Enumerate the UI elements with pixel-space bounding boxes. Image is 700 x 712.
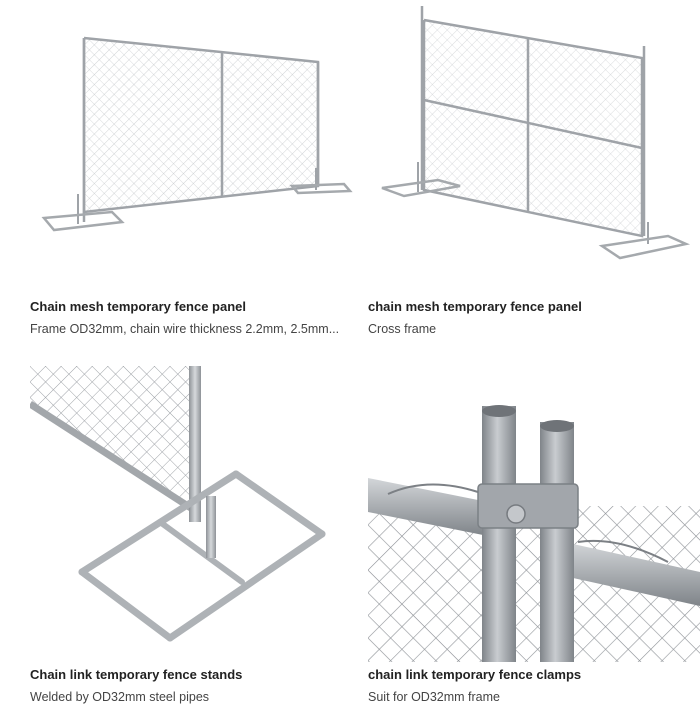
product-card-fence-stands[interactable]: Chain link temporary fence stands Welded… bbox=[30, 366, 362, 704]
product-title[interactable]: Chain link temporary fence stands bbox=[30, 667, 243, 682]
product-card-cross-frame-panel[interactable]: chain mesh temporary fence panel Cross f… bbox=[368, 0, 700, 336]
product-description: Suit for OD32mm frame bbox=[368, 690, 500, 704]
product-description: Frame OD32mm, chain wire thickness 2.2mm… bbox=[30, 322, 340, 336]
product-title[interactable]: chain link temporary fence clamps bbox=[368, 667, 582, 682]
fence-clamp-image[interactable] bbox=[368, 366, 700, 662]
fence-panel-image[interactable] bbox=[30, 0, 362, 290]
product-title[interactable]: chain mesh temporary fence panel bbox=[368, 299, 582, 314]
product-title[interactable]: Chain mesh temporary fence panel bbox=[30, 299, 247, 314]
cross-frame-fence-panel-image[interactable] bbox=[368, 0, 700, 290]
product-card-fence-clamps[interactable]: chain link temporary fence clamps Suit f… bbox=[368, 366, 700, 704]
product-description: Welded by OD32mm steel pipes bbox=[30, 690, 210, 704]
fence-stand-image[interactable] bbox=[30, 366, 362, 662]
product-card-fence-panel[interactable]: Chain mesh temporary fence panel Frame O… bbox=[30, 0, 362, 336]
product-description: Cross frame bbox=[368, 322, 437, 336]
